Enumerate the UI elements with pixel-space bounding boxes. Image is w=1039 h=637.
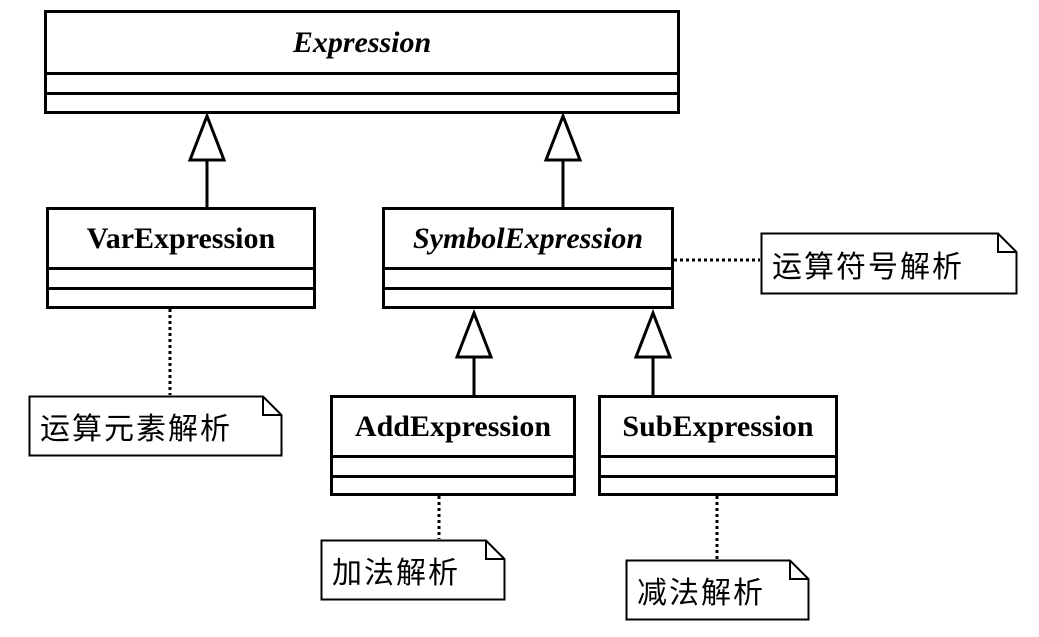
note-text: 减法解析 xyxy=(637,576,765,611)
attributes-section xyxy=(601,458,835,478)
class-add-expression: AddExpression xyxy=(330,395,576,496)
note-sub-expression: 减法解析 xyxy=(625,559,810,621)
attributes-section xyxy=(49,270,313,290)
generalization-arrow-symbol xyxy=(543,111,583,162)
note-symbol-expression: 运算符号解析 xyxy=(760,232,1018,295)
generalization-arrow-add xyxy=(454,308,494,359)
operations-section xyxy=(49,290,313,306)
class-var-expression: VarExpression xyxy=(46,207,316,309)
note-text: 运算元素解析 xyxy=(40,412,232,447)
class-name-symbol-expression: SymbolExpression xyxy=(385,210,671,270)
note-text: 运算符号解析 xyxy=(772,249,964,285)
note-shape xyxy=(320,539,506,601)
attributes-section xyxy=(333,458,573,478)
class-name-expression: Expression xyxy=(47,13,677,75)
operations-section xyxy=(601,478,835,493)
note-add-expression: 加法解析 xyxy=(320,539,506,601)
class-name-add-expression: AddExpression xyxy=(333,398,573,458)
attributes-section xyxy=(385,270,671,290)
generalization-arrow-sub xyxy=(633,308,673,359)
class-sub-expression: SubExpression xyxy=(598,395,838,496)
note-shape xyxy=(28,395,283,457)
note-text: 加法解析 xyxy=(332,556,460,591)
generalization-arrow-var xyxy=(187,111,227,162)
note-var-expression: 运算元素解析 xyxy=(28,395,283,457)
class-expression: Expression xyxy=(44,10,680,114)
class-name-sub-expression: SubExpression xyxy=(601,398,835,458)
note-shape xyxy=(625,559,810,621)
attributes-section xyxy=(47,75,677,95)
operations-section xyxy=(385,290,671,306)
class-symbol-expression: SymbolExpression xyxy=(382,207,674,309)
note-shape xyxy=(760,232,1018,295)
operations-section xyxy=(47,95,677,111)
class-name-var-expression: VarExpression xyxy=(49,210,313,270)
operations-section xyxy=(333,478,573,493)
